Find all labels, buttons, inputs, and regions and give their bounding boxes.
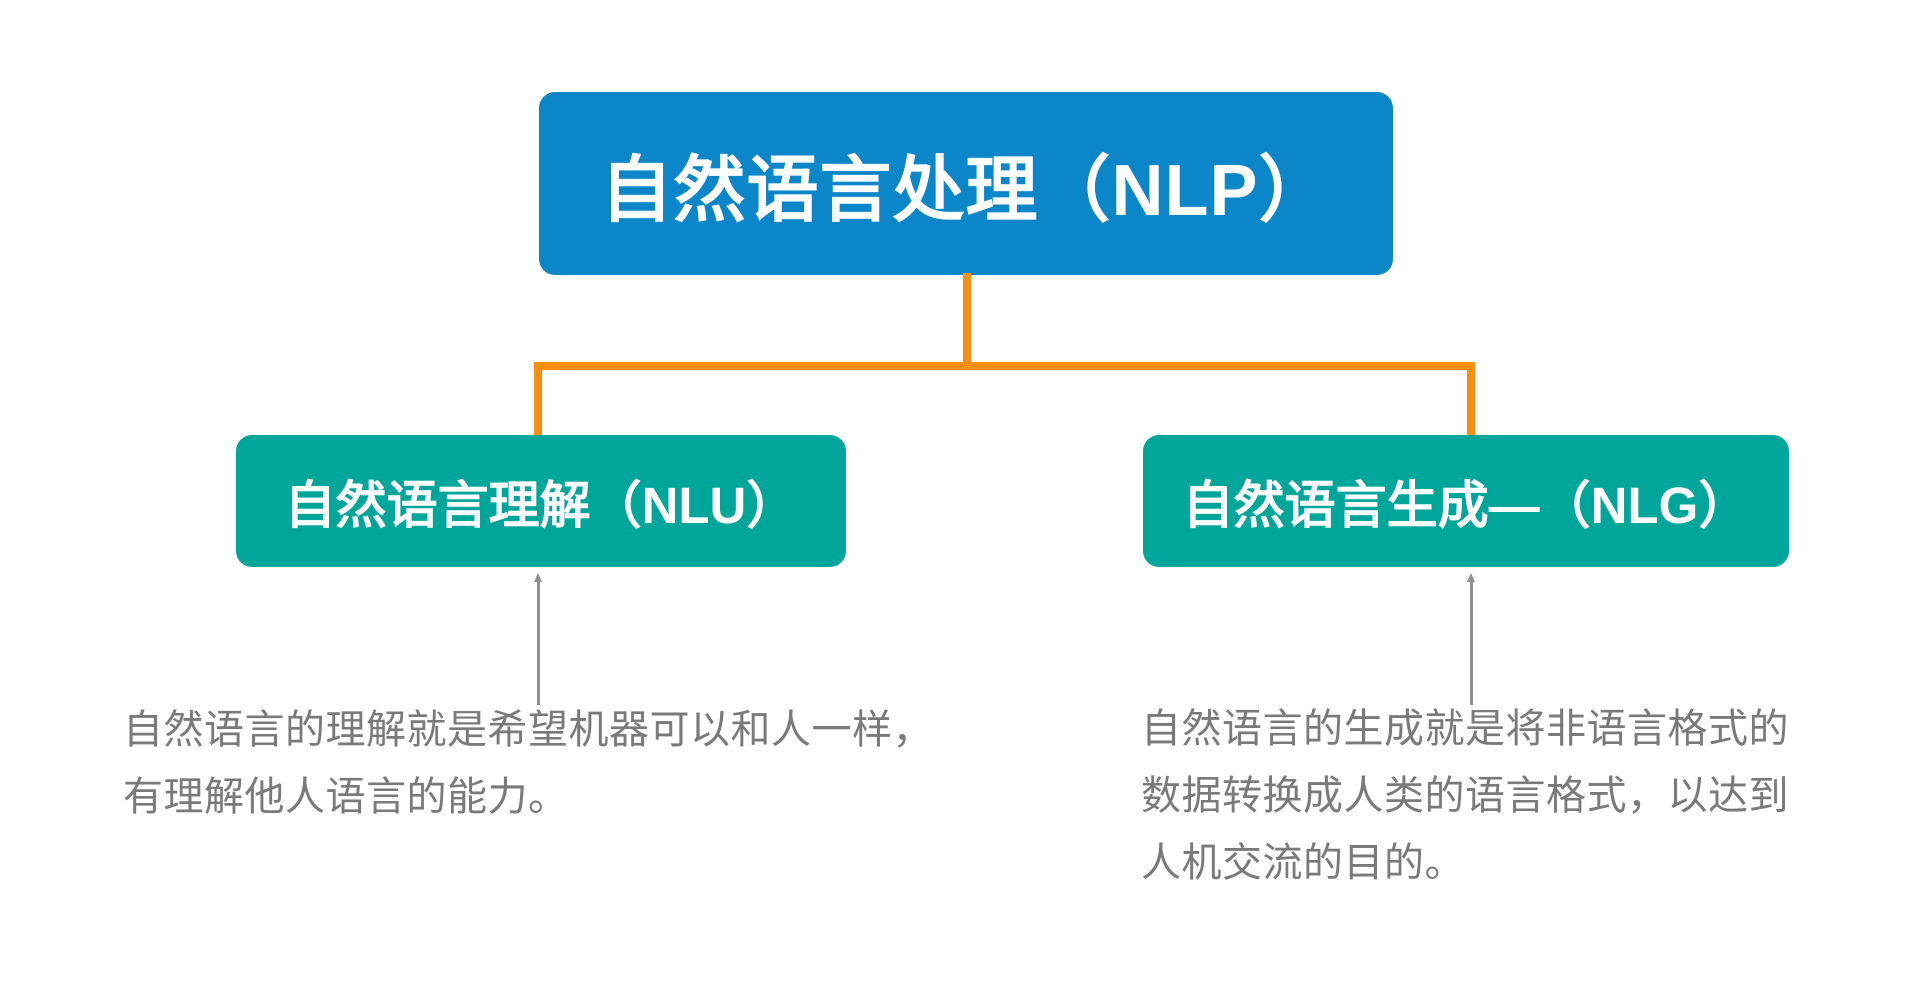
node-nlu[interactable]: 自然语言理解（NLU） bbox=[236, 435, 846, 567]
node-nlg[interactable]: 自然语言生成—（NLG） bbox=[1143, 435, 1789, 567]
description-nlg: 自然语言的生成就是将非语言格式的 数据转换成人类的语言格式，以达到 人机交流的目… bbox=[1141, 696, 1789, 897]
leader-arrow-up-icon bbox=[1467, 573, 1475, 582]
description-nlu: 自然语言的理解就是希望机器可以和人一样， 有理解他人语言的能力。 bbox=[123, 697, 933, 831]
description-nlu-line-2: 有理解他人语言的能力。 bbox=[123, 775, 569, 819]
description-nlg-line-1: 自然语言的生成就是将非语言格式的 bbox=[1141, 707, 1789, 751]
description-nlg-line-3: 人机交流的目的。 bbox=[1141, 841, 1465, 885]
connector-horizontal-bar bbox=[534, 362, 1475, 370]
description-nlu-line-1: 自然语言的理解就是希望机器可以和人一样， bbox=[123, 708, 933, 752]
connector-root-stem bbox=[963, 273, 971, 366]
leader-arrow-up-icon bbox=[534, 573, 542, 582]
connector-drop-nlu bbox=[534, 362, 542, 437]
leader-line-nlu bbox=[534, 573, 542, 705]
leader-line-nlg bbox=[1467, 573, 1475, 705]
node-nlp-root[interactable]: 自然语言处理（NLP） bbox=[539, 92, 1393, 275]
description-nlg-line-2: 数据转换成人类的语言格式，以达到 bbox=[1141, 774, 1789, 818]
connector-drop-nlg bbox=[1467, 362, 1475, 437]
